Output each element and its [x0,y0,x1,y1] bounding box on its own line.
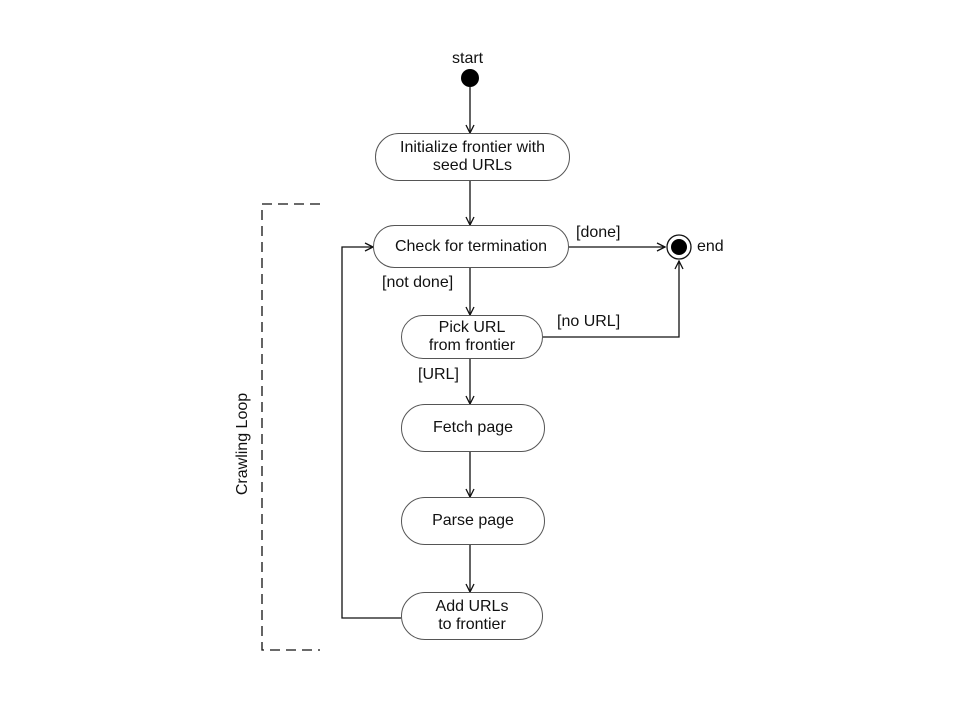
pick-url-node: Pick URL from frontier [401,315,543,359]
edge-add-check [341,247,401,619]
end-label: end [697,238,724,255]
pick-url-line1: Pick URL [438,319,506,336]
check-termination-label: Check for termination [394,237,548,255]
end-node [671,239,687,255]
guard-not-done: [not done] [382,274,454,291]
guard-url: [URL] [418,366,459,383]
guard-no-url: [no URL] [557,313,621,330]
start-label: start [452,50,484,67]
start-node [461,69,479,87]
fetch-page-label: Fetch page [432,419,514,436]
check-termination-node: Check for termination [373,225,569,268]
crawling-loop-bracket [261,203,320,651]
edge-pick-end [543,261,679,338]
init-frontier-line2: seed URLs [432,157,513,174]
guard-done: [done] [576,224,621,241]
end-node-ring [666,234,692,260]
add-urls-line1: Add URLs [435,598,509,615]
pick-url-line2: from frontier [428,337,516,354]
parse-page-label: Parse page [432,512,514,529]
init-frontier-node: Initialize frontier with seed URLs [375,133,570,181]
parse-page-node: Parse page [401,497,545,545]
fetch-page-node: Fetch page [401,404,545,452]
crawling-loop-label: Crawling Loop [234,392,251,496]
add-urls-node: Add URLs to frontier [401,592,543,640]
init-frontier-line1: Initialize frontier with [400,139,545,156]
add-urls-line2: to frontier [438,616,506,633]
